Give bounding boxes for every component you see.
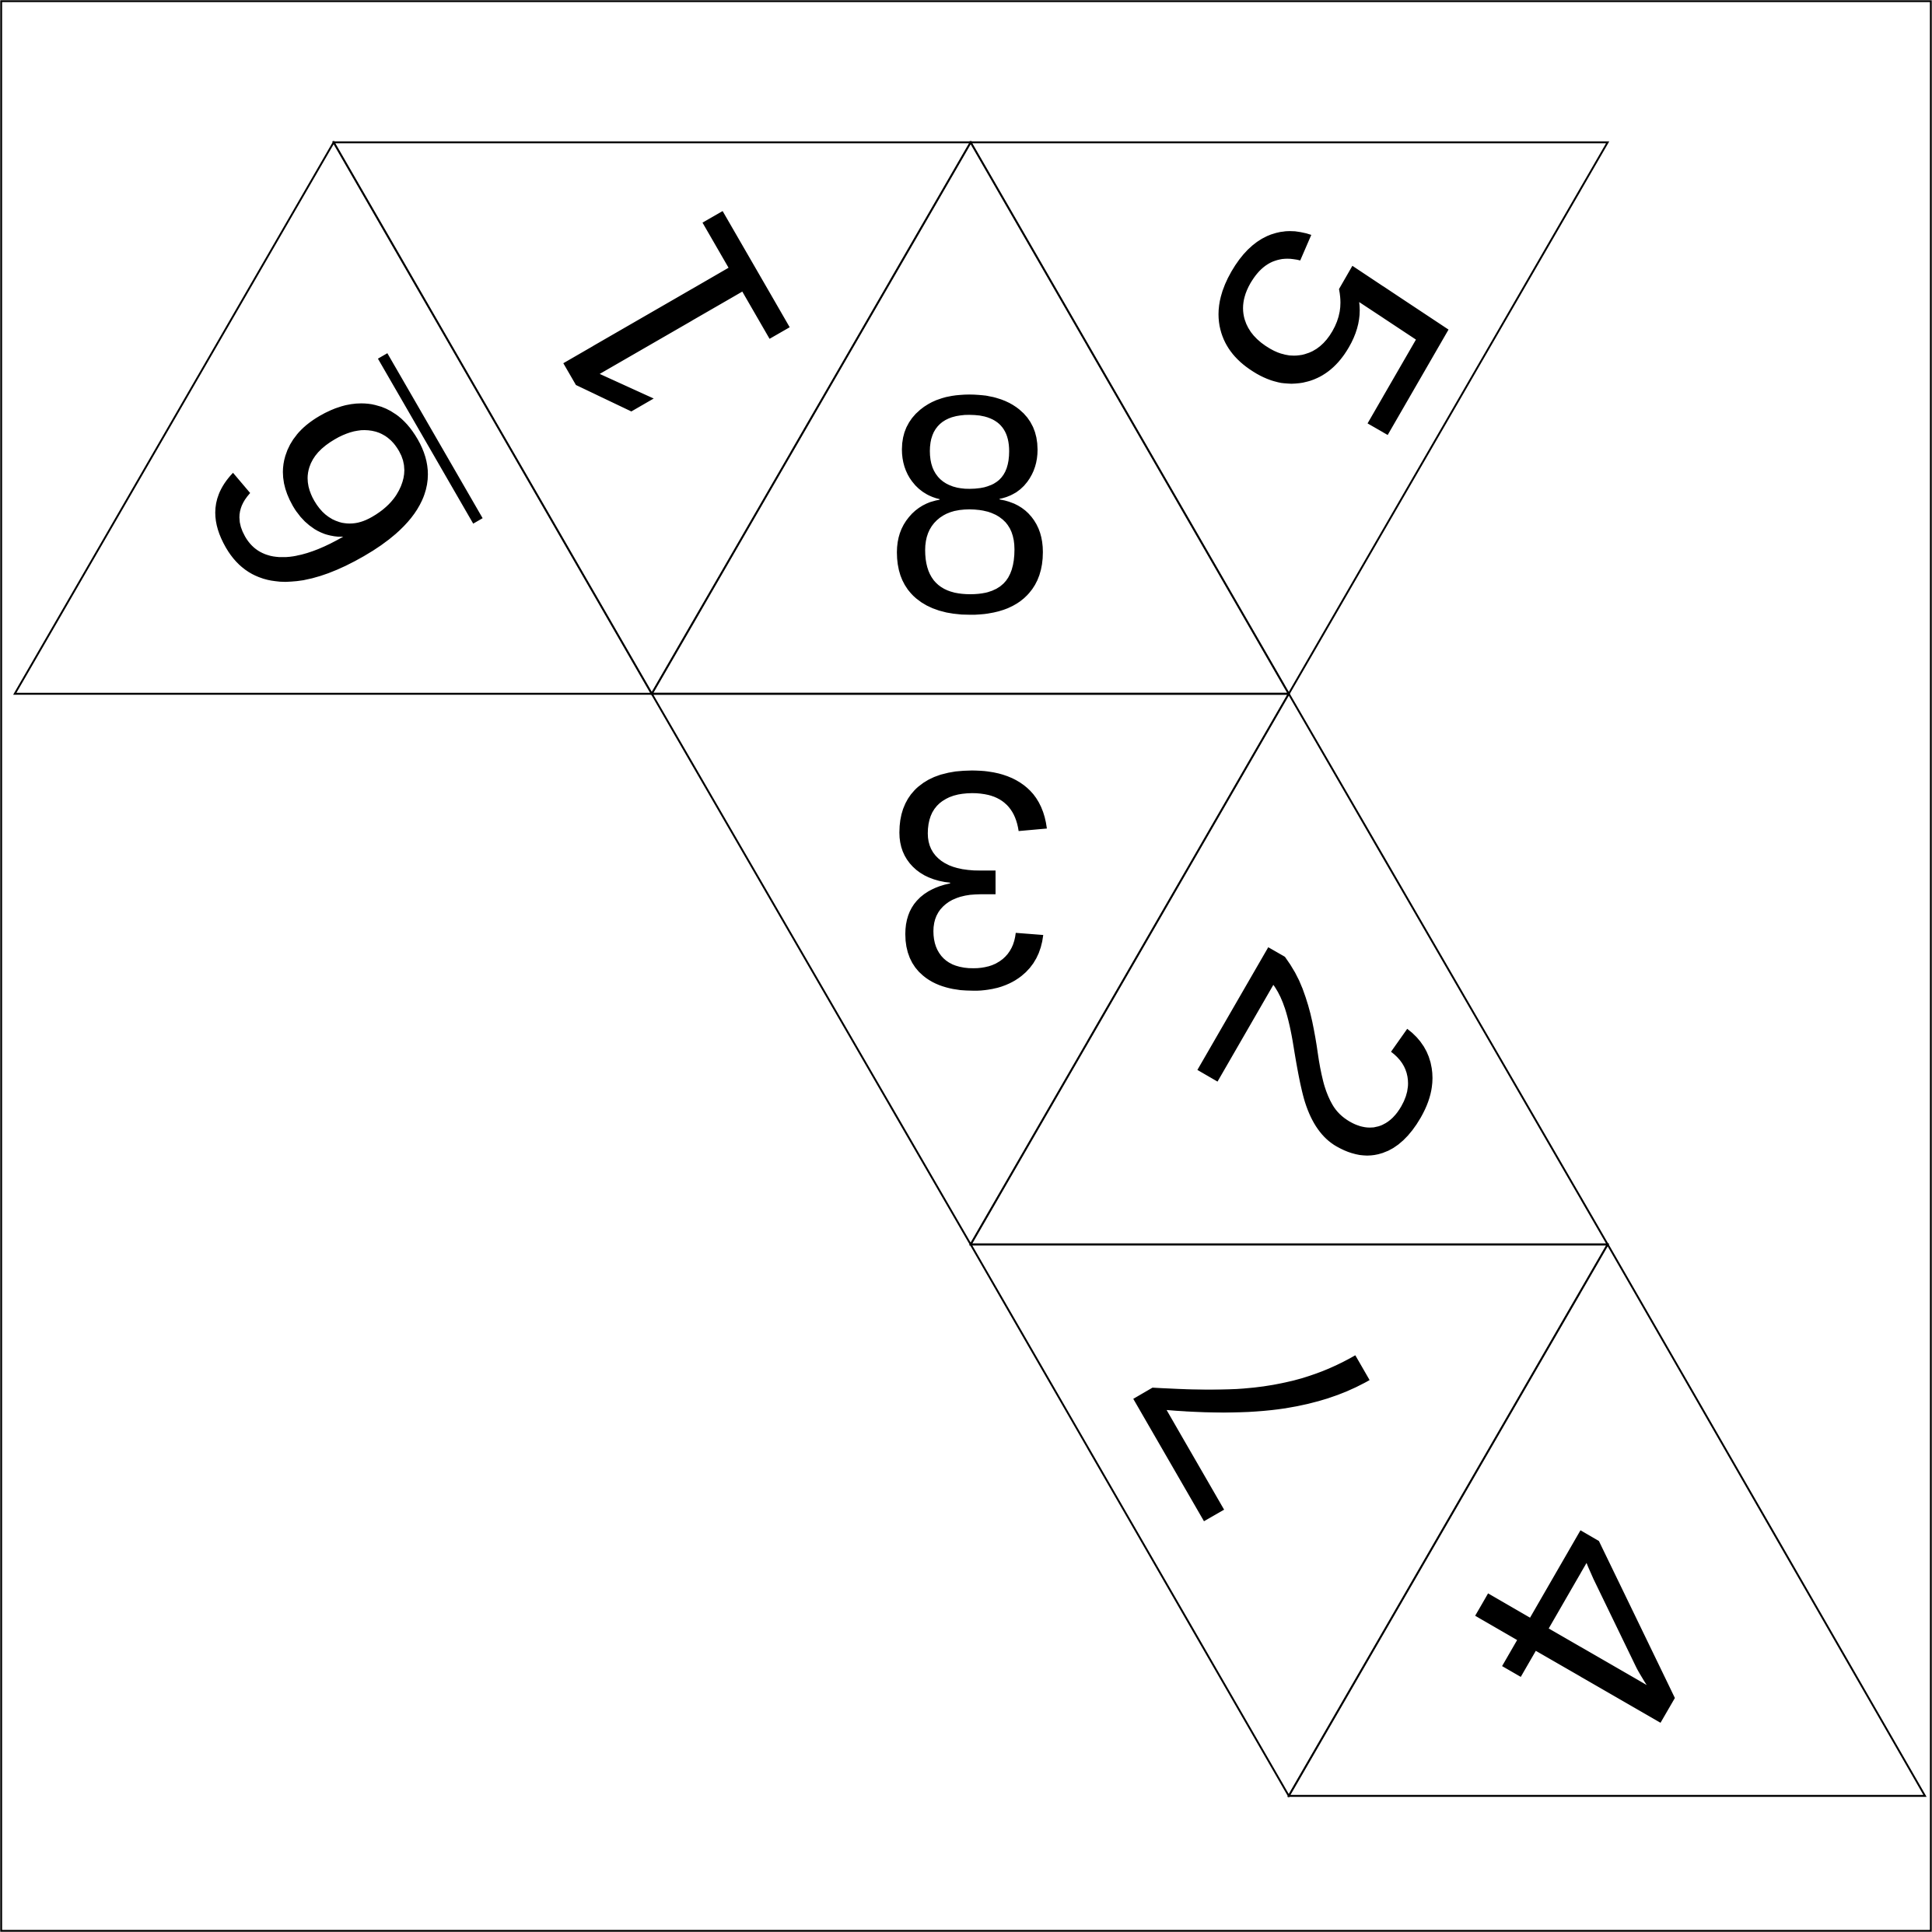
face-8-label-group: 8 [884,331,1056,678]
face-8-number: 8 [884,331,1056,678]
face-3-label-group: 3 [886,708,1059,1055]
face-3-number: 3 [886,708,1059,1055]
face-6-underline-mark [377,353,483,524]
face-triangles [12,140,1927,1798]
face-5-triangle [968,141,1610,696]
face-4-triangle [1286,1242,1927,1797]
